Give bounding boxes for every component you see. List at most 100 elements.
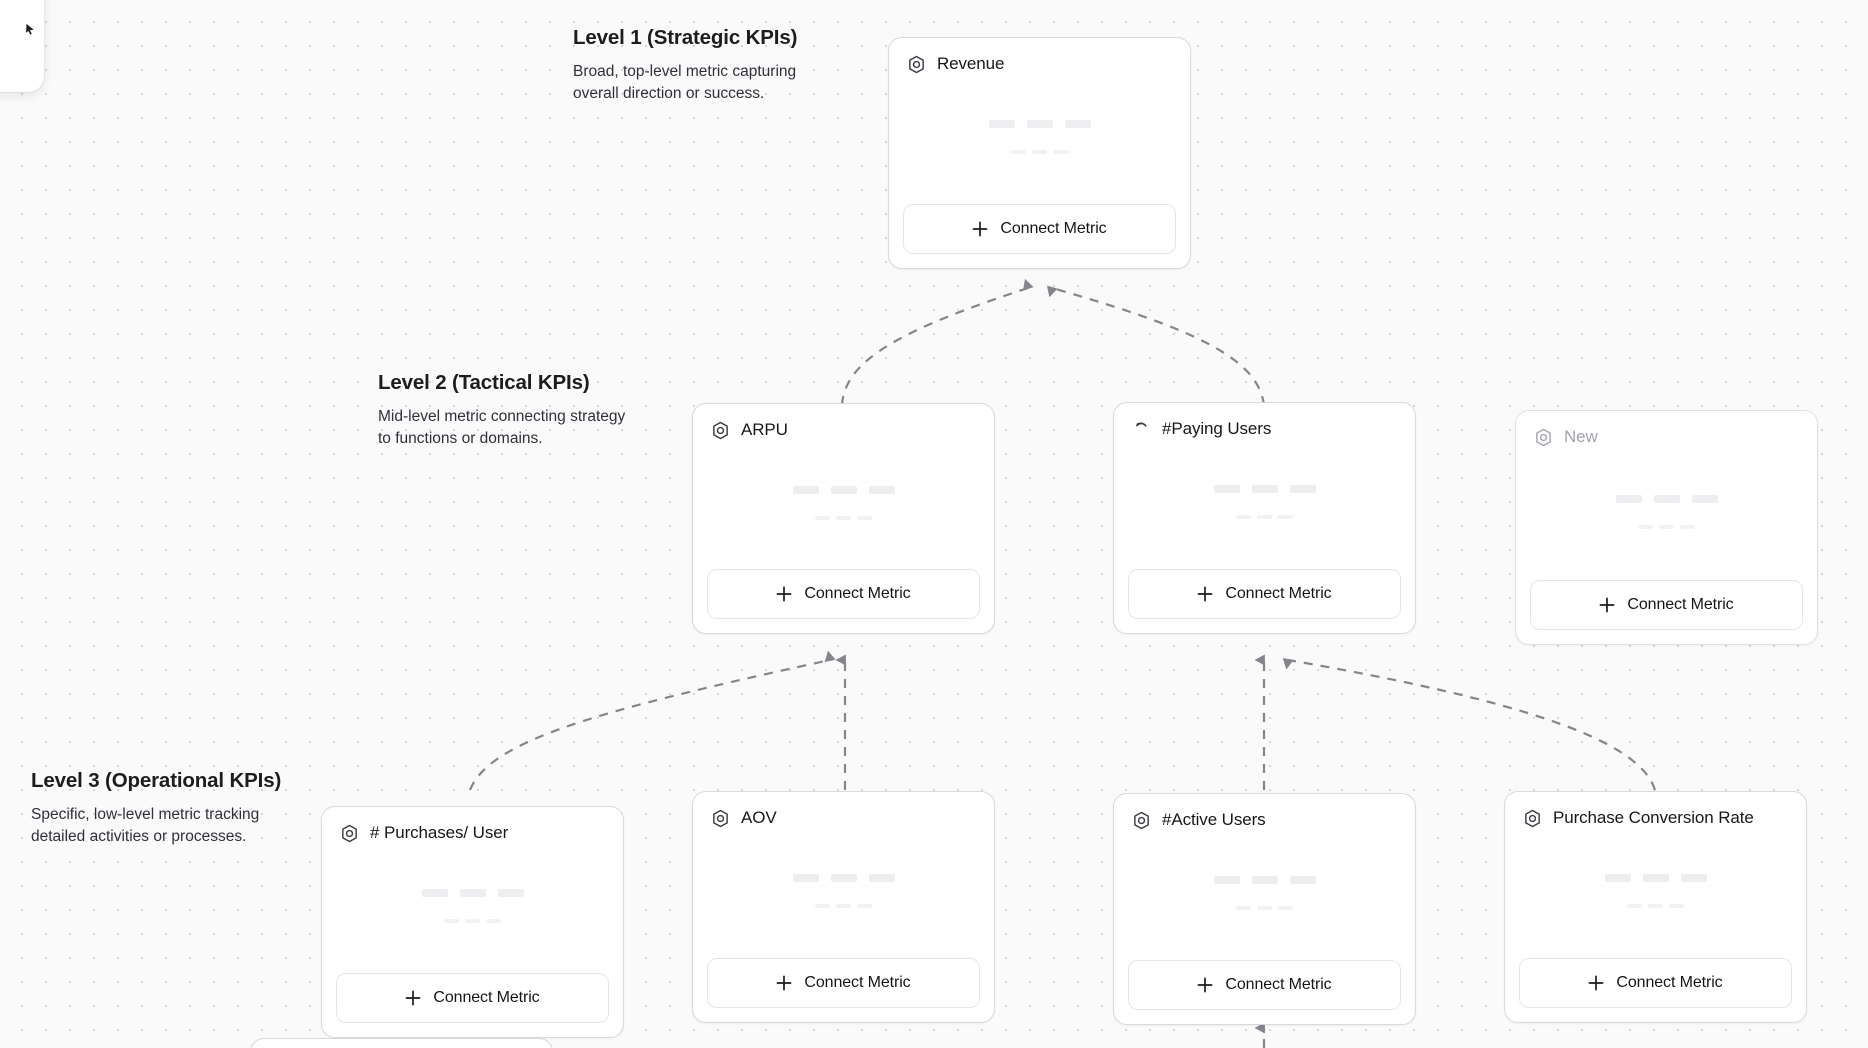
skeleton-bar xyxy=(857,515,872,520)
hexagon-metric-icon xyxy=(711,809,730,828)
card-title: #Active Users xyxy=(1162,810,1266,829)
metric-card-purchase-conversion-rate[interactable]: Purchase Conversion Rate Connect Metric xyxy=(1504,791,1807,1023)
skeleton-bar xyxy=(1032,150,1047,155)
connect-metric-label: Connect Metric xyxy=(804,974,911,991)
card-skeleton-body xyxy=(889,74,1190,204)
skeleton-bar xyxy=(1257,906,1272,911)
connect-metric-button[interactable]: Connect Metric xyxy=(707,958,980,1008)
skeleton-bar xyxy=(1213,485,1240,494)
skeleton-row-primary xyxy=(1615,494,1718,503)
connect-metric-button[interactable]: Connect Metric xyxy=(903,204,1176,254)
skeleton-bar xyxy=(1680,874,1707,883)
skeleton-bar xyxy=(830,874,857,883)
plus-icon xyxy=(1588,975,1604,991)
connect-metric-button[interactable]: Connect Metric xyxy=(707,569,980,619)
skeleton-bar xyxy=(1278,515,1293,520)
connect-metric-button[interactable]: Connect Metric xyxy=(1519,958,1792,1008)
card-skeleton-body xyxy=(693,828,994,958)
card-skeleton-body xyxy=(322,843,623,973)
floating-toolbar-panel[interactable] xyxy=(0,0,44,92)
skeleton-row-primary xyxy=(1213,485,1316,494)
skeleton-bar xyxy=(421,889,448,898)
skeleton-bar xyxy=(497,889,524,898)
level-3-title: Level 3 (Operational KPIs) xyxy=(31,769,282,792)
hexagon-metric-icon xyxy=(907,55,926,74)
card-title: # Purchases/ User xyxy=(370,823,509,842)
plus-icon xyxy=(1197,586,1213,602)
connect-metric-label: Connect Metric xyxy=(1627,596,1734,613)
level-1-title: Level 1 (Strategic KPIs) xyxy=(573,26,798,49)
skeleton-row-secondary xyxy=(1638,524,1695,529)
skeleton-bar xyxy=(857,904,872,909)
skeleton-bar xyxy=(836,904,851,909)
hexagon-metric-icon xyxy=(1132,811,1151,830)
skeleton-bar xyxy=(792,485,819,494)
skeleton-bar xyxy=(486,919,501,924)
card-header: Revenue xyxy=(889,38,1190,74)
skeleton-bar xyxy=(1669,904,1684,909)
skeleton-bar xyxy=(1653,494,1680,503)
connect-metric-label: Connect Metric xyxy=(1225,585,1332,602)
connect-metric-label: Connect Metric xyxy=(804,585,911,602)
skeleton-bar xyxy=(1659,524,1674,529)
metric-card-revenue[interactable]: Revenue Connect Metric xyxy=(888,37,1191,269)
card-skeleton-body xyxy=(1516,447,1817,580)
connect-metric-button[interactable]: Connect Metric xyxy=(1530,580,1803,630)
card-skeleton-body xyxy=(693,440,994,569)
connect-metric-button[interactable]: Connect Metric xyxy=(1128,960,1401,1010)
skeleton-bar xyxy=(1236,515,1251,520)
connect-metric-label: Connect Metric xyxy=(433,989,540,1006)
skeleton-bar xyxy=(444,919,459,924)
edge-paying-users-to-revenue xyxy=(1046,285,1266,406)
metric-card-paying-users[interactable]: #Paying Users Connect Metric xyxy=(1113,402,1416,634)
skeleton-row-primary xyxy=(792,485,895,494)
skeleton-row-secondary xyxy=(815,515,872,520)
card-header: ARPU xyxy=(693,404,994,440)
connect-metric-button[interactable]: Connect Metric xyxy=(336,973,609,1023)
skeleton-bar xyxy=(815,515,830,520)
card-title: Revenue xyxy=(937,54,1005,73)
level-2-title: Level 2 (Tactical KPIs) xyxy=(378,371,590,394)
connect-metric-label: Connect Metric xyxy=(1225,976,1332,993)
level-1-label-group: Level 1 (Strategic KPIs) Broad, top-leve… xyxy=(573,25,823,106)
card-header: #Active Users xyxy=(1114,794,1415,830)
spinner-loading-icon xyxy=(1132,420,1151,439)
skeleton-bar xyxy=(1627,904,1642,909)
skeleton-bar xyxy=(815,904,830,909)
metric-card-new[interactable]: New Connect Metric xyxy=(1515,410,1818,645)
skeleton-bar xyxy=(1638,524,1653,529)
hexagon-metric-icon xyxy=(340,824,359,843)
card-skeleton-body xyxy=(1114,439,1415,569)
skeleton-row-secondary xyxy=(815,904,872,909)
plus-icon xyxy=(1197,977,1213,993)
skeleton-bar xyxy=(1642,874,1669,883)
edge-arpu-to-revenue xyxy=(840,278,1034,406)
skeleton-bar xyxy=(1251,485,1278,494)
skeleton-bar xyxy=(465,919,480,924)
metric-card-clipped-bottom[interactable] xyxy=(250,1038,553,1048)
hexagon-metric-icon xyxy=(1523,809,1542,828)
skeleton-bar xyxy=(1213,876,1240,885)
skeleton-bar xyxy=(1251,876,1278,885)
level-1-description: Broad, top-level metric capturing overal… xyxy=(573,62,797,103)
metric-card-purchases-per-user[interactable]: # Purchases/ User Connect Metric xyxy=(321,806,624,1038)
skeleton-row-secondary xyxy=(1236,515,1293,520)
connect-metric-label: Connect Metric xyxy=(1000,220,1107,237)
metric-card-aov[interactable]: AOV Connect Metric xyxy=(692,791,995,1023)
skeleton-bar xyxy=(868,874,895,883)
skeleton-bar xyxy=(1289,485,1316,494)
connect-metric-button[interactable]: Connect Metric xyxy=(1128,569,1401,619)
skeleton-bar xyxy=(1257,515,1272,520)
metric-card-active-users[interactable]: #Active Users Connect Metric xyxy=(1113,793,1416,1025)
card-title: Purchase Conversion Rate xyxy=(1553,808,1754,827)
card-skeleton-body xyxy=(1114,830,1415,960)
skeleton-row-primary xyxy=(792,874,895,883)
skeleton-bar xyxy=(868,485,895,494)
skeleton-bar xyxy=(792,874,819,883)
metric-card-arpu[interactable]: ARPU Connect Metric xyxy=(692,403,995,634)
skeleton-bar xyxy=(1680,524,1695,529)
skeleton-bar xyxy=(1648,904,1663,909)
card-skeleton-body xyxy=(1505,828,1806,958)
skeleton-row-primary xyxy=(1604,874,1707,883)
